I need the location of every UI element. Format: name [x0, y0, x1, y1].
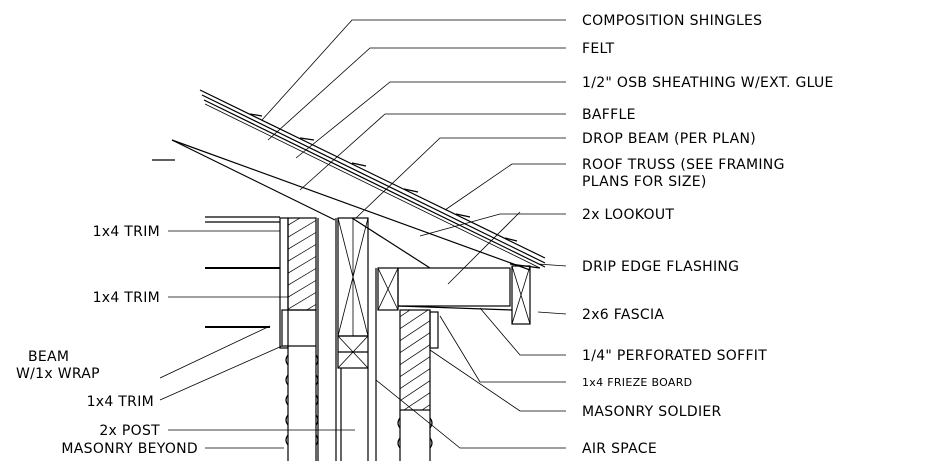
drop-beam	[337, 217, 369, 461]
label-air-space: AIR SPACE	[582, 441, 657, 457]
label-masonry-beyond: MASONRY BEYOND	[61, 441, 198, 457]
label-fascia: 2x6 FASCIA	[582, 307, 664, 323]
roof-assembly	[152, 89, 546, 271]
label-trim-2: 1x4 TRIM	[93, 290, 160, 306]
labels-left: 1x4 TRIM 1x4 TRIM BEAM W/1x WRAP 1x4 TRI…	[16, 224, 198, 457]
label-baffle: BAFFLE	[582, 107, 636, 123]
label-soffit: 1/4" PERFORATED SOFFIT	[582, 348, 767, 364]
label-frieze-board: 1x4 FRIEZE BOARD	[582, 376, 692, 389]
label-trim-3: 1x4 TRIM	[87, 394, 154, 410]
label-beam-2: W/1x WRAP	[16, 366, 100, 382]
label-composition-shingles: COMPOSITION SHINGLES	[582, 13, 762, 29]
label-beam-1: BEAM	[28, 349, 69, 365]
label-drop-beam: DROP BEAM (PER PLAN)	[582, 131, 756, 147]
label-drip-edge: DRIP EDGE FLASHING	[582, 259, 739, 275]
eave-framing	[397, 263, 541, 325]
label-roof-truss-2: PLANS FOR SIZE)	[582, 174, 707, 190]
label-roof-truss-1: ROOF TRUSS (SEE FRAMING	[582, 157, 785, 173]
leaders-left	[159, 230, 355, 449]
masonry-veneer	[375, 267, 439, 461]
label-lookout: 2x LOOKOUT	[582, 207, 674, 223]
post	[317, 218, 337, 461]
label-felt: FELT	[582, 41, 615, 57]
interior-wall	[205, 216, 280, 328]
leaders-right	[261, 19, 567, 449]
labels-right: COMPOSITION SHINGLES FELT 1/2" OSB SHEAT…	[582, 13, 834, 457]
label-post: 2x POST	[99, 423, 160, 439]
trim-stack	[279, 217, 319, 461]
label-osb-sheathing: 1/2" OSB SHEATHING W/EXT. GLUE	[582, 75, 834, 91]
label-trim-1: 1x4 TRIM	[93, 224, 160, 240]
label-masonry-soldier: MASONRY SOLDIER	[582, 404, 722, 420]
